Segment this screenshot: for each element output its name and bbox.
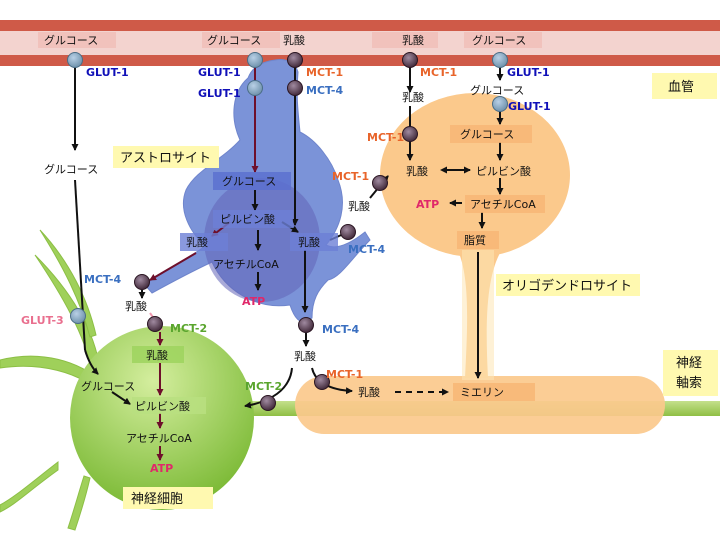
oligo-lipid: 脂質 — [464, 233, 486, 247]
label-mct2-b: MCT-2 — [245, 380, 282, 393]
label-glut1-d: GLUT-1 — [507, 66, 550, 79]
oligo-pyruvate: ピルビン酸 — [476, 164, 531, 178]
lactate-astro-out: 乳酸 — [348, 199, 370, 213]
mct2-transporter-a — [147, 316, 163, 332]
oligodendrocyte — [295, 93, 665, 434]
astrocyte-pathway: グルコース ピルビン酸 乳酸 乳酸 アセチルCoA ATP — [180, 172, 338, 308]
neuron-lactate: 乳酸 — [146, 348, 168, 362]
label-mct1-e: MCT-1 — [326, 368, 363, 381]
mct4-transporter-d — [298, 317, 314, 333]
axon-lactate: 乳酸 — [358, 385, 380, 399]
mct1-transporter-d — [372, 175, 388, 191]
label-glut1-b: GLUT-1 — [198, 66, 241, 79]
mct1-transporter-c — [402, 126, 418, 142]
myelin-sheath — [295, 376, 665, 434]
mct4-transporter-c — [134, 274, 150, 290]
region-labels: 血管 アストロサイト オリゴデンドロサイト 神経 軸索 神経細胞 — [113, 73, 718, 509]
astro-acetyl-coa: アセチルCoA — [213, 258, 279, 271]
label-mct4-a: MCT-4 — [306, 84, 343, 97]
vessel-glucose-1: グルコース — [44, 33, 98, 47]
label-glut1-e: GLUT-1 — [508, 100, 551, 113]
vessel-wall-bottom — [0, 55, 720, 66]
neuron-pyruvate: ピルビン酸 — [135, 399, 190, 413]
mct2-transporter-b — [260, 395, 276, 411]
oligo-glucose-in: グルコース — [470, 83, 524, 97]
glucose-extracellular: グルコース — [44, 162, 98, 176]
mct1-transporter-b — [402, 52, 418, 68]
mct1-transporter-a — [287, 52, 303, 68]
label-astrocyte: アストロサイト — [120, 151, 211, 166]
label-glut1-c: GLUT-1 — [198, 87, 241, 100]
oligo-pathway: 乳酸 グルコース グルコース 乳酸 ピルビン酸 ATP アセチルCoA 脂質 — [402, 83, 545, 249]
label-glut1-a: GLUT-1 — [86, 66, 129, 79]
astro-pyruvate: ピルビン酸 — [220, 212, 275, 226]
label-mct2-a: MCT-2 — [170, 322, 207, 335]
label-mct1-d: MCT-1 — [332, 170, 369, 183]
vessel-lactate-2: 乳酸 — [402, 33, 424, 47]
neuron-atp: ATP — [150, 462, 173, 475]
neuron-pathway: 乳酸 グルコース ピルビン酸 アセチルCoA ATP — [81, 346, 206, 475]
glut1-transporter-e — [492, 96, 508, 112]
free-molecules: グルコース 乳酸 乳酸 乳酸 — [44, 162, 370, 363]
label-mct1-b: MCT-1 — [420, 66, 457, 79]
vessel-glucose-2: グルコース — [207, 33, 261, 47]
mct1-transporter-e — [314, 374, 330, 390]
glut1-transporter-c — [247, 80, 263, 96]
oligo-acetyl-coa: アセチルCoA — [470, 198, 536, 211]
label-mct1-a: MCT-1 — [306, 66, 343, 79]
label-glut3: GLUT-3 — [21, 314, 64, 327]
label-mct4-b: MCT-4 — [348, 243, 385, 256]
mct4-transporter-a — [287, 80, 303, 96]
label-oligodendrocyte: オリゴデンドロサイト — [502, 278, 632, 294]
mct4-transporter-b — [340, 224, 356, 240]
label-axon-2: 軸索 — [676, 376, 702, 391]
vessel-lumen — [0, 31, 720, 55]
blood-vessel — [0, 20, 720, 66]
oligo-lactate-in: 乳酸 — [402, 90, 424, 104]
neuron-cell — [70, 326, 254, 510]
astro-lactate-left: 乳酸 — [186, 235, 208, 249]
label-mct1-c: MCT-1 — [367, 131, 404, 144]
vessel-wall-top — [0, 20, 720, 31]
vessel-glucose-3: グルコース — [472, 33, 526, 47]
axon-pathway: 乳酸 ミエリン — [358, 383, 535, 401]
oligo-lactate: 乳酸 — [406, 164, 428, 178]
astro-lactate-right: 乳酸 — [298, 235, 320, 249]
glut3-transporter — [70, 308, 86, 324]
oligo-atp: ATP — [416, 198, 439, 211]
label-neuron: 神経細胞 — [131, 492, 183, 507]
vessel-lactate-1: 乳酸 — [283, 33, 305, 47]
lactate-mct4: 乳酸 — [125, 299, 147, 313]
label-axon-1: 神経 — [676, 356, 702, 371]
label-blood-vessel: 血管 — [668, 80, 694, 95]
label-mct4-c: MCT-4 — [84, 273, 121, 286]
oligo-glucose: グルコース — [460, 127, 514, 141]
glut1-transporter-b — [247, 52, 263, 68]
vessel-molecules: グルコース グルコース 乳酸 乳酸 グルコース — [38, 32, 542, 48]
label-mct4-d: MCT-4 — [322, 323, 359, 336]
myelin-label: ミエリン — [460, 386, 504, 399]
neuron-acetyl-coa: アセチルCoA — [126, 432, 192, 445]
neuron-soma — [70, 326, 254, 510]
astro-atp: ATP — [242, 295, 265, 308]
transporter-labels: GLUT-1 GLUT-1 GLUT-1 MCT-1 MCT-4 MCT-1 G… — [21, 66, 551, 393]
astro-glucose: グルコース — [222, 174, 276, 188]
transporters — [67, 52, 508, 411]
lactate-oligo-out: 乳酸 — [294, 349, 316, 363]
astrocyte-cell — [144, 59, 371, 323]
glut1-transporter-a — [67, 52, 83, 68]
glut1-transporter-d — [492, 52, 508, 68]
neuron-glucose: グルコース — [81, 379, 135, 393]
